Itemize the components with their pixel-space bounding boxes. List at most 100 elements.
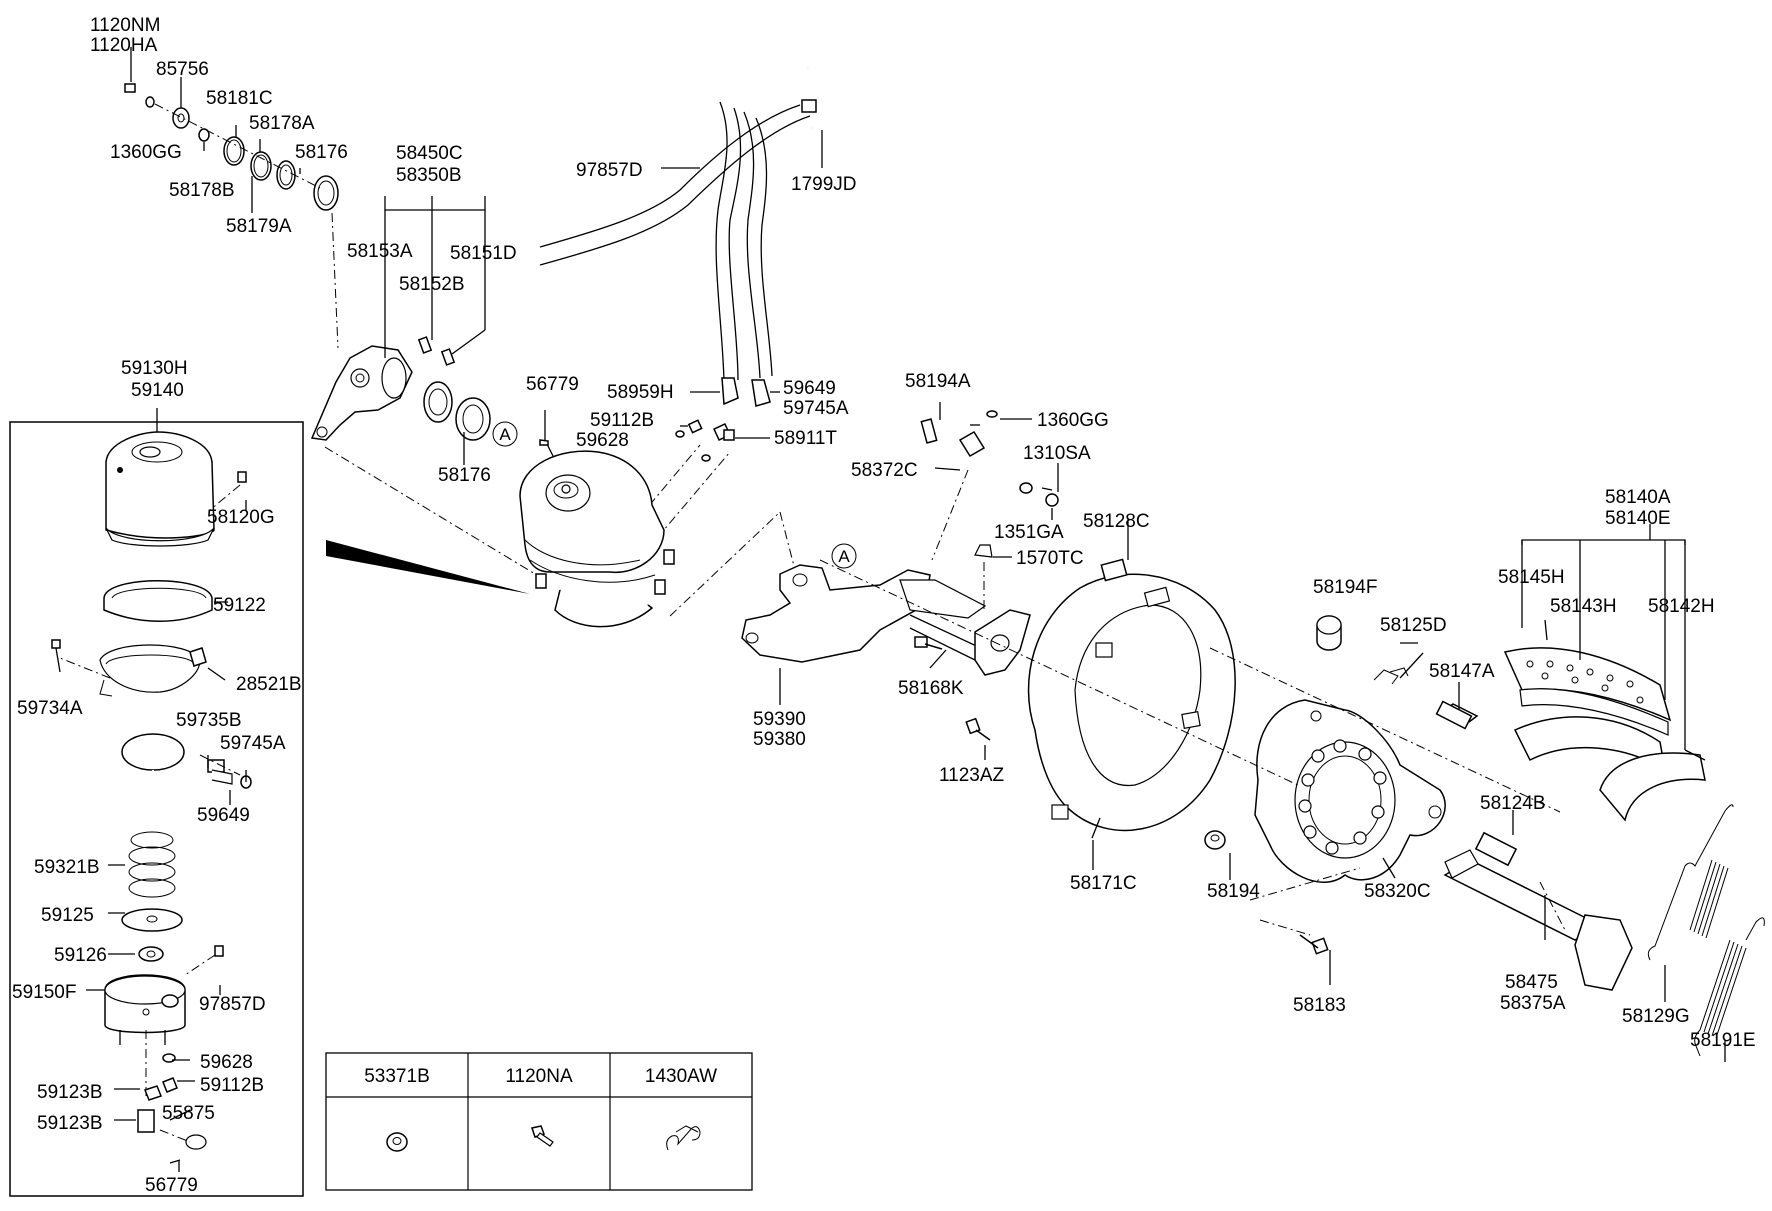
callout-labels: 1120NM 1120HA 85756 58181C 58178A 1360GG… (12, 15, 1756, 1196)
callout-58178B: 58178B (169, 180, 235, 201)
callout-1799JD: 1799JD (791, 174, 857, 195)
callout-58375A: 58375A (1500, 993, 1566, 1014)
legend-header-1430AW: 1430AW (645, 1066, 717, 1087)
callout-59122: 59122 (213, 595, 266, 616)
callout-58153A: 58153A (347, 241, 413, 262)
callout-58194F: 58194F (1313, 577, 1377, 598)
callout-1570TC: 1570TC (1016, 548, 1084, 569)
air-hoses (539, 67, 824, 407)
callout-58151D: 58151D (450, 243, 517, 264)
callout-58168K: 58168K (898, 678, 964, 699)
callout-58191E: 58191E (1690, 1030, 1756, 1051)
callout-58372C: 58372C (851, 460, 918, 481)
brake-shoes (1503, 539, 1706, 822)
brake-spider (1254, 699, 1446, 883)
callout-56779-box: 56779 (145, 1175, 198, 1196)
callout-59628-box: 59628 (200, 1052, 253, 1073)
callout-58178A: 58178A (249, 113, 315, 134)
callout-58143H: 58143H (1550, 596, 1617, 617)
chamber-fittings (539, 419, 735, 539)
slack-adjuster (310, 196, 546, 581)
callout-59321B: 59321B (34, 857, 100, 878)
callout-58125D: 58125D (1380, 615, 1447, 636)
brake-chamber-main (519, 450, 675, 628)
callout-58147A: 58147A (1429, 661, 1495, 682)
camshaft-bracket (741, 564, 1031, 705)
callout-58959H: 58959H (607, 382, 674, 403)
callout-28521B: 28521B (236, 674, 302, 695)
callout-58152B: 58152B (399, 274, 465, 295)
camshaft (1443, 849, 1633, 991)
reference-marker-a-1: A (492, 421, 518, 447)
callout-59745A-top: 59745A (783, 398, 849, 419)
callout-58320C: 58320C (1364, 881, 1431, 902)
callout-59649-top: 59649 (783, 378, 836, 399)
callout-56779-mid: 56779 (526, 374, 579, 395)
callout-1123AZ: 1123AZ (939, 765, 1005, 786)
legend-header-53371B: 53371B (364, 1066, 430, 1087)
callout-1120HA: 1120HA (90, 35, 158, 56)
callout-59734A: 59734A (17, 698, 83, 719)
callout-59150F: 59150F (12, 982, 76, 1003)
center-hardware (914, 410, 1361, 985)
callout-58120G: 58120G (207, 507, 275, 528)
callout-59130H: 59130H (121, 358, 188, 379)
callout-1360GG-top: 1360GG (110, 142, 182, 163)
callout-97857D-box: 97857D (199, 994, 266, 1015)
callout-58475: 58475 (1505, 972, 1558, 993)
callout-58145H: 58145H (1498, 567, 1565, 588)
bolt-icon (531, 1125, 554, 1147)
callout-59126: 59126 (54, 945, 107, 966)
leader-lines (86, 125, 1651, 1172)
callout-58183: 58183 (1293, 995, 1346, 1016)
callout-58450C: 58450C (396, 143, 463, 164)
bushing-parts (1204, 615, 1518, 867)
legend-table: 53371B 1120NA 1430AW (325, 1052, 753, 1191)
callout-1310SA: 1310SA (1023, 443, 1091, 464)
top-left-hardware (124, 47, 339, 349)
callout-1351GA: 1351GA (994, 522, 1064, 543)
callout-59390: 59390 (753, 709, 806, 730)
callout-59140: 59140 (131, 380, 184, 401)
callout-59123B-b: 59123B (37, 1113, 103, 1134)
callout-59112B-box: 59112B (200, 1075, 264, 1096)
svg-text:A: A (499, 425, 511, 444)
nut-icon (386, 1132, 408, 1152)
callout-97857D-top: 97857D (576, 160, 643, 181)
return-springs (1647, 804, 1765, 1062)
callout-58176-mid: 58176 (438, 465, 491, 486)
callout-59628-mid: 59628 (576, 430, 629, 451)
legend-header-1120NA: 1120NA (505, 1066, 573, 1087)
spring-clip-icon (666, 1125, 701, 1151)
callout-59745A-box: 59745A (220, 733, 286, 754)
callout-58140A: 58140A (1605, 487, 1671, 508)
chamber-exploded-parts (51, 408, 252, 1164)
callout-59735B: 59735B (176, 710, 242, 731)
callout-58179A: 58179A (226, 216, 292, 237)
callout-59380: 59380 (753, 729, 806, 750)
callout-58181C: 58181C (206, 88, 273, 109)
callout-58142H: 58142H (1648, 596, 1715, 617)
callout-58140E: 58140E (1605, 508, 1671, 529)
pointer-wedge (326, 540, 530, 594)
callout-58350B: 58350B (396, 165, 462, 186)
callout-59649-box: 59649 (197, 805, 250, 826)
callout-1120NM: 1120NM (90, 15, 160, 36)
callout-58194: 58194 (1207, 881, 1260, 902)
callout-58194A: 58194A (905, 371, 971, 392)
callout-59112B-mid: 59112B (590, 410, 654, 431)
dust-shield (1027, 573, 1236, 839)
callout-55875: 55875 (162, 1103, 215, 1124)
reference-marker-a-2: A (831, 543, 857, 569)
callout-58171C: 58171C (1070, 873, 1137, 894)
callout-1360GG-mid: 1360GG (1037, 410, 1109, 431)
callout-59125: 59125 (41, 905, 94, 926)
callout-58124B: 58124B (1480, 793, 1546, 814)
callout-58129G: 58129G (1622, 1006, 1690, 1027)
callout-85756: 85756 (156, 59, 209, 80)
callout-58128C: 58128C (1083, 511, 1150, 532)
callout-58176-top: 58176 (295, 142, 348, 163)
svg-text:A: A (838, 547, 850, 566)
